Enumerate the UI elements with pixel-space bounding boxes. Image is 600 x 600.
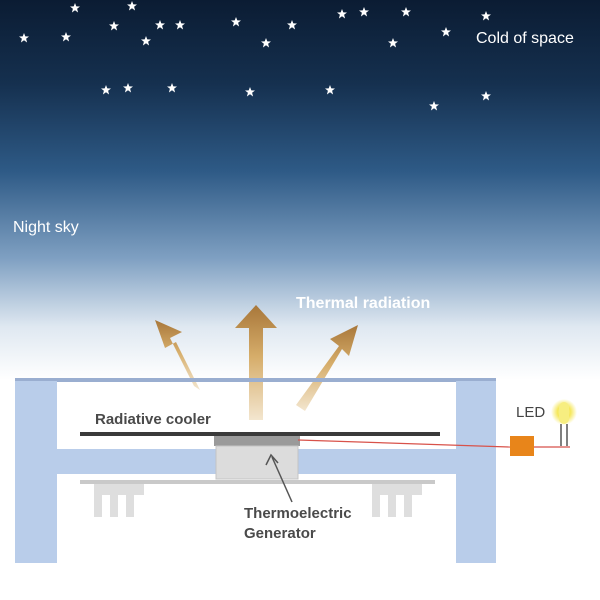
- cold-of-space-label: Cold of space: [476, 30, 574, 47]
- support-bracket-right: [372, 484, 422, 517]
- radiative-cooler-label: Radiative cooler: [95, 411, 211, 428]
- support-bracket-left: [94, 484, 144, 517]
- thermoelectric-label-line2: Generator: [244, 525, 316, 542]
- wire-to-led: [297, 439, 511, 448]
- thermoelectric-generator-block: [215, 445, 299, 480]
- night-sky-label: Night sky: [13, 219, 79, 236]
- teg-pointer-arrowhead: [265, 453, 279, 466]
- radiation-arrow-right: [296, 325, 358, 411]
- night-sky-background: [0, 0, 600, 380]
- enclosure-right-wall: [456, 381, 496, 563]
- radiative-cooler-plate: [80, 432, 440, 436]
- radiation-arrow-center: [235, 305, 277, 420]
- enclosure-top-edge: [15, 378, 496, 382]
- thermal-radiation-label: Thermal radiation: [296, 295, 430, 312]
- thermal-radiation-arrows: [155, 305, 358, 420]
- teg-top-plate: [214, 436, 300, 446]
- led-bulb: [559, 402, 569, 424]
- led-icon: [551, 399, 577, 446]
- lower-plate: [80, 480, 435, 484]
- teg-pointer-line: [271, 456, 293, 503]
- led-driver-box: [510, 436, 534, 456]
- radiation-arrow-left: [155, 320, 200, 390]
- enclosure-left-wall: [15, 381, 57, 563]
- led-label: LED: [516, 404, 545, 421]
- thermoelectric-label-line1: Thermoelectric: [244, 505, 352, 522]
